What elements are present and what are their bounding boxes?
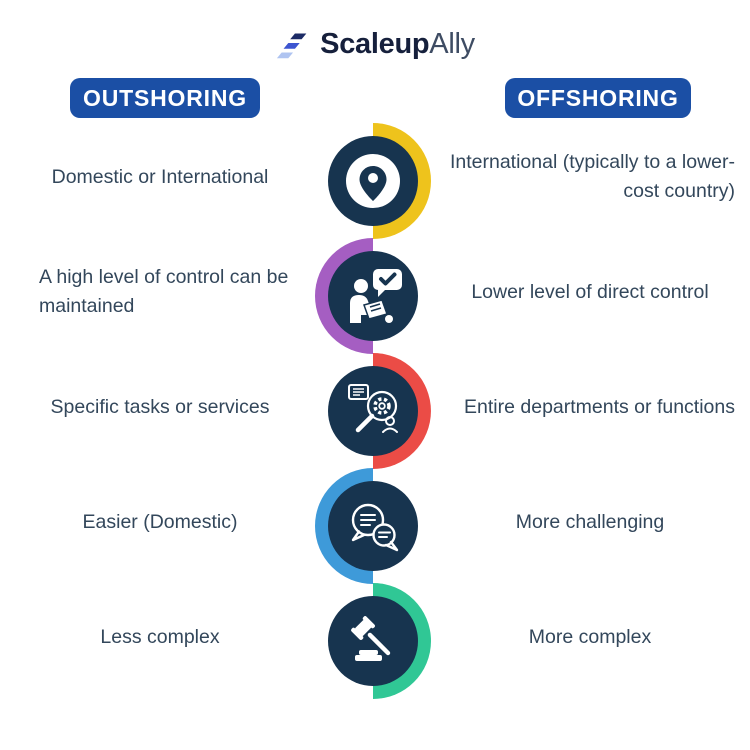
scaleupally-logo-icon bbox=[277, 33, 307, 59]
gavel-icon bbox=[351, 616, 391, 661]
medallion-4 bbox=[328, 481, 418, 571]
brand-name-light: Ally bbox=[429, 27, 475, 60]
offshoring-communication: More challenging bbox=[515, 510, 665, 533]
location-pin-icon bbox=[346, 154, 400, 208]
comparison-icon-chain bbox=[315, 123, 431, 699]
brand-name-bold: Scaleup bbox=[320, 27, 430, 60]
outshoring-complexity: Less complex bbox=[100, 625, 220, 648]
offshoring-control: Lower level of direct control bbox=[471, 280, 709, 303]
outshoring-header: OUTSHORING bbox=[70, 78, 260, 118]
brand-name: ScaleupAlly bbox=[320, 28, 475, 61]
chat-bubbles-icon bbox=[351, 503, 399, 552]
outshoring-scope: Specific tasks or services bbox=[50, 395, 270, 418]
offshoring-location: International (typically to a lower-cost… bbox=[449, 151, 735, 202]
offshoring-scope: Entire departments or functions bbox=[464, 395, 735, 418]
search-gear-icon bbox=[348, 384, 398, 433]
person-check-icon bbox=[350, 269, 402, 323]
outshoring-control: A high level of control can be maintaine… bbox=[39, 266, 289, 317]
outshoring-location: Domestic or International bbox=[51, 165, 269, 188]
medallion-2 bbox=[328, 251, 418, 341]
offshoring-header: OFFSHORING bbox=[505, 78, 691, 118]
medallion-3 bbox=[328, 366, 418, 456]
brand-logo: ScaleupAlly bbox=[0, 26, 750, 62]
offshoring-complexity: More complex bbox=[528, 625, 652, 648]
outshoring-communication: Easier (Domestic) bbox=[82, 510, 238, 533]
